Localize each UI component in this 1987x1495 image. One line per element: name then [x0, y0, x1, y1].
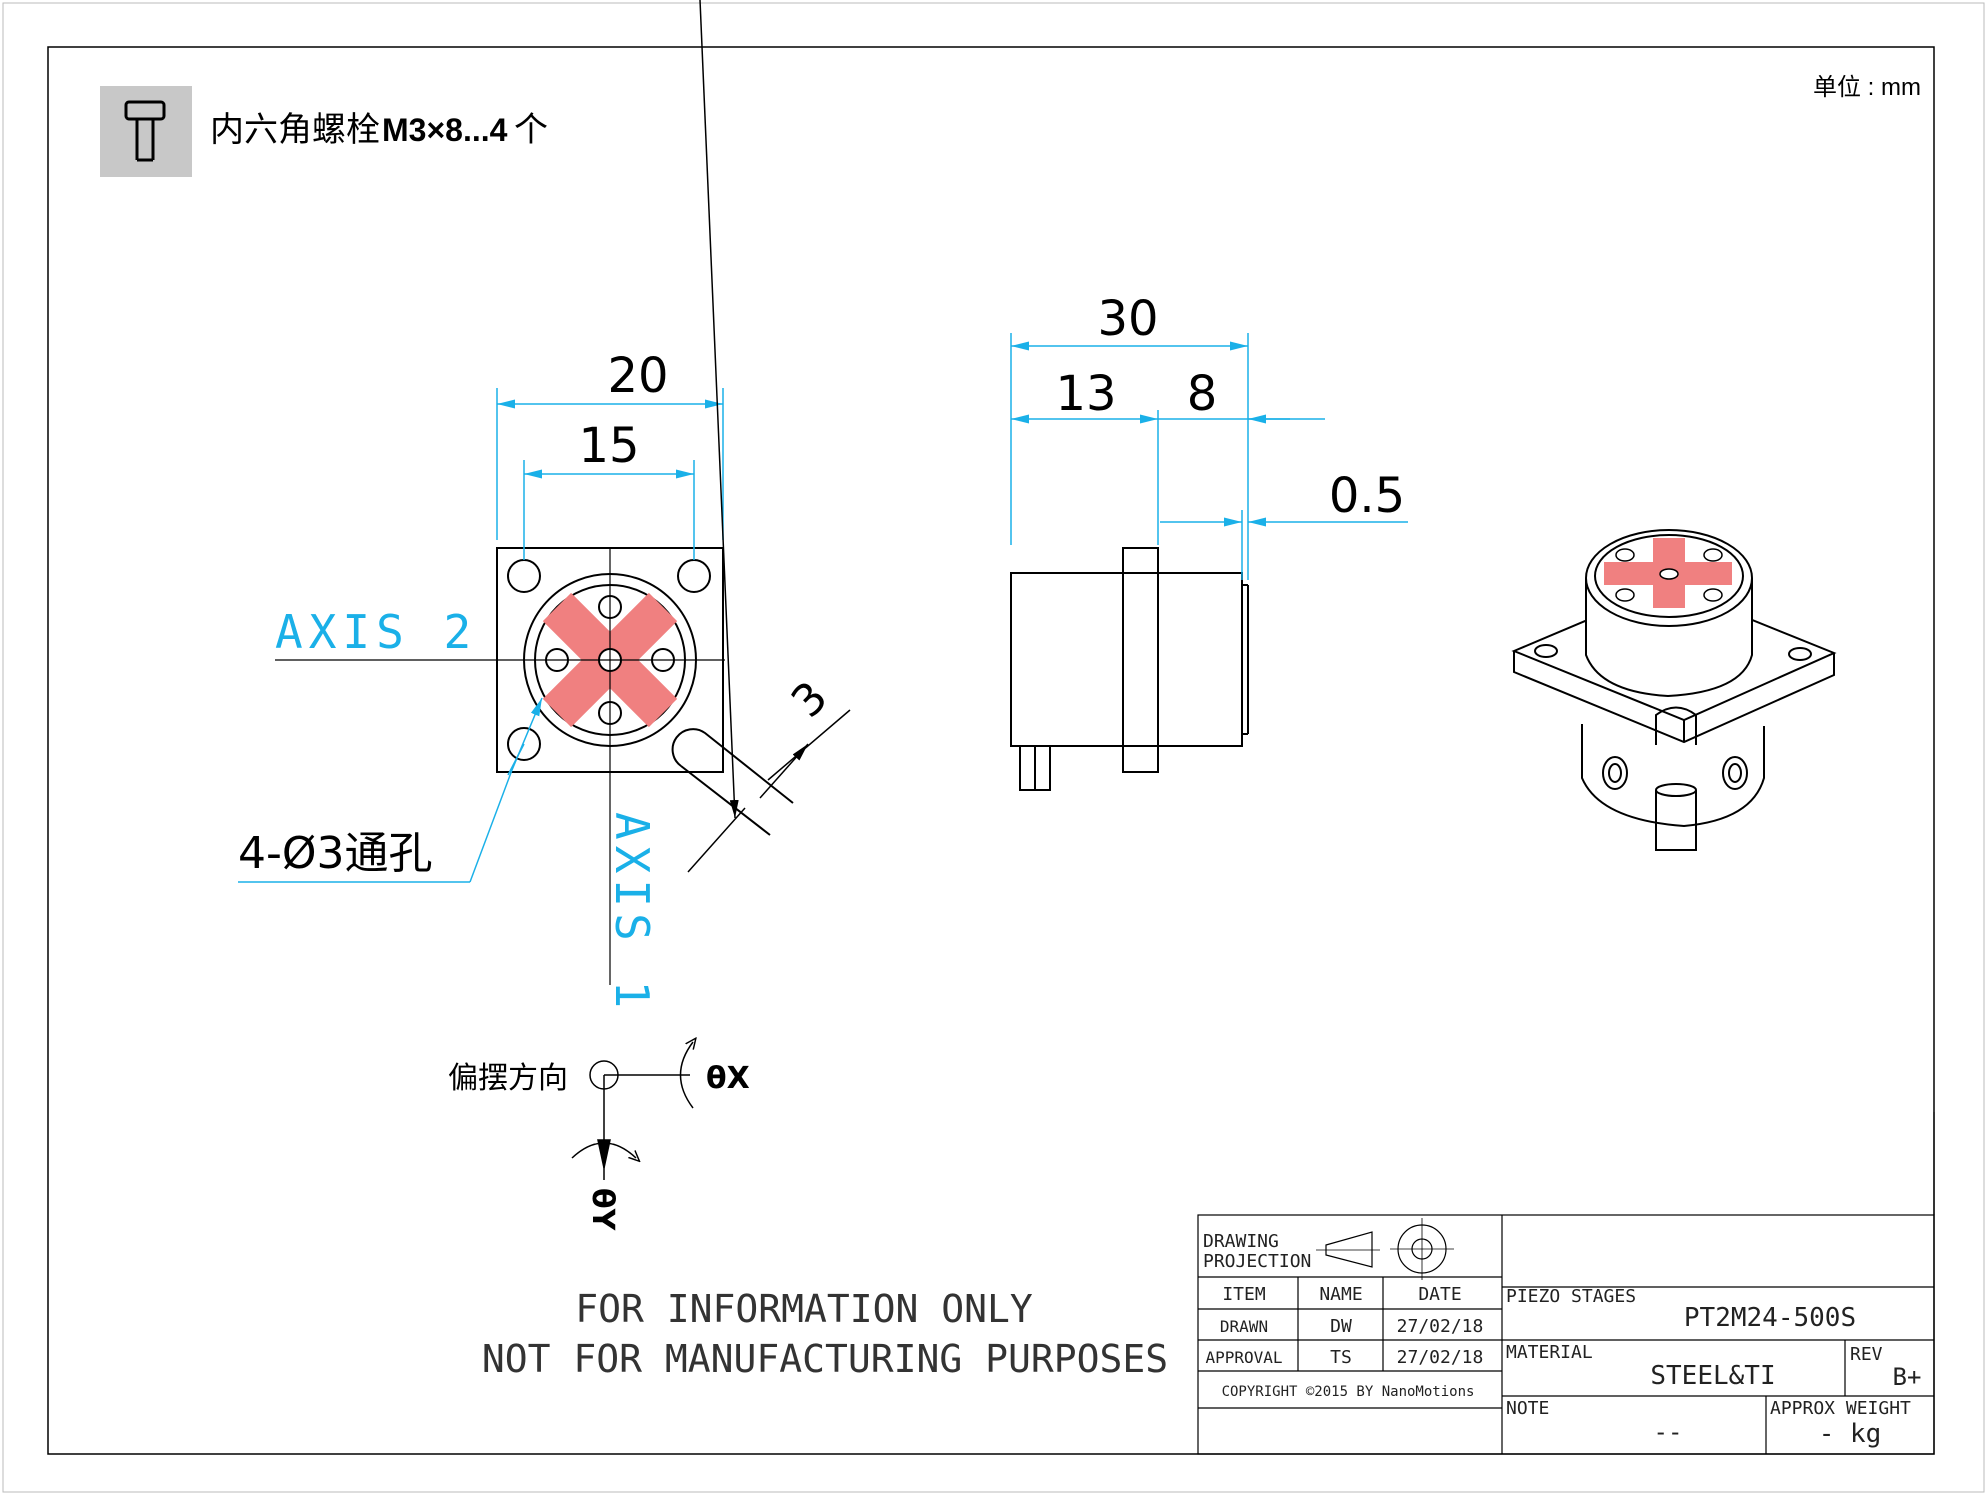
- dim-total-30: 30: [1097, 291, 1158, 347]
- corner-hole-bl: [507, 727, 541, 761]
- note-value: --: [1654, 1418, 1683, 1446]
- bolt-header: 内六角螺栓 M3×8...4 个: [100, 86, 548, 177]
- bolt-spec: M3×8...4: [382, 112, 508, 148]
- bolt-qty-unit: 个: [514, 110, 548, 150]
- front-view: [275, 547, 794, 985]
- product-value: PT2M24-500S: [1684, 1303, 1856, 1333]
- row-approval-item: APPROVAL: [1205, 1348, 1282, 1367]
- theta-y-label: θY: [585, 1188, 620, 1232]
- projection-label-2: PROJECTION: [1203, 1251, 1311, 1272]
- hole-note: 4-Ø3通孔: [238, 828, 433, 879]
- disclaimer-line-1: FOR INFORMATION ONLY: [575, 1287, 1033, 1331]
- row-drawn-date: 27/02/18: [1397, 1316, 1484, 1337]
- drawing-frame: [47, 46, 1935, 1455]
- front-slot-edge: [680, 765, 771, 836]
- theta-y-arrow: [597, 1139, 611, 1169]
- copyright: COPYRIGHT ©2015 BY NanoMotions: [1222, 1384, 1475, 1400]
- dim-holes-15: 15: [578, 418, 639, 474]
- row-drawn-item: DRAWN: [1220, 1317, 1268, 1336]
- material-value: STEEL&TI: [1650, 1361, 1775, 1391]
- axis-1-label: AXIS 1: [605, 812, 659, 1014]
- row-approval-date: 27/02/18: [1397, 1347, 1484, 1368]
- dim-lip-05: 0.5: [1329, 468, 1405, 524]
- front-slot: [671, 728, 794, 804]
- product-label: PIEZO STAGES: [1506, 1286, 1636, 1307]
- projection-label-1: DRAWING: [1203, 1231, 1279, 1252]
- rev-value: B+: [1893, 1363, 1922, 1391]
- corner-hole-tr: [677, 559, 711, 593]
- title-block-text: DRAWING PROJECTION ITEM NAME DATE DRAWN …: [1203, 1231, 1921, 1449]
- dim-slot-3: 3: [782, 672, 838, 728]
- bolt-text: 内六角螺栓: [210, 110, 380, 150]
- side-view: [1010, 547, 1249, 791]
- disclaimer-line-2: NOT FOR MANUFACTURING PURPOSES: [482, 1337, 1168, 1381]
- material-label: MATERIAL: [1506, 1342, 1593, 1363]
- title-block: [1197, 1112, 1935, 1455]
- note-label: NOTE: [1506, 1398, 1549, 1419]
- dim-flange-8: 8: [1187, 366, 1218, 422]
- direction-symbol: [571, 1042, 694, 1180]
- theta-x-label: θX: [706, 1061, 750, 1096]
- side-body: [1010, 572, 1243, 747]
- axis-2-label: AXIS 2: [275, 605, 477, 659]
- dim-overall-20: 20: [607, 348, 668, 404]
- slot-dimension: [687, 0, 851, 873]
- col-name: NAME: [1319, 1284, 1362, 1305]
- bolt-icon-bg: [100, 86, 192, 177]
- side-flange: [1122, 547, 1159, 773]
- col-date: DATE: [1418, 1284, 1461, 1305]
- weight-value: - kg: [1819, 1419, 1882, 1449]
- corner-hole-tl: [507, 559, 541, 593]
- unit-label: 单位 : mm: [1813, 74, 1921, 101]
- dim-body-13: 13: [1055, 366, 1116, 422]
- direction-label: 偏摆方向: [448, 1061, 568, 1096]
- row-approval-name: TS: [1330, 1347, 1352, 1368]
- rev-label: REV: [1850, 1344, 1883, 1365]
- iso-flexure: [1604, 538, 1732, 608]
- front-dimensions: [238, 388, 724, 883]
- theta-x-arc: [679, 1042, 694, 1109]
- row-drawn-name: DW: [1330, 1316, 1352, 1337]
- col-item: ITEM: [1222, 1284, 1266, 1305]
- side-dimensions: [1010, 333, 1408, 580]
- weight-label: APPROX WEIGHT: [1770, 1398, 1911, 1419]
- bolt-icon: [124, 100, 166, 162]
